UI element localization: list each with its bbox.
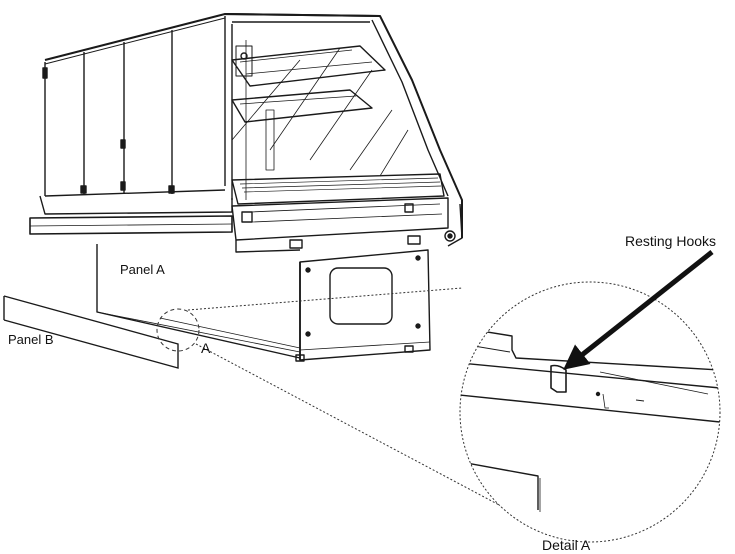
hooks-arrow bbox=[563, 250, 714, 370]
detail-circle bbox=[459, 281, 721, 543]
detail-marker-circle bbox=[156, 308, 200, 352]
middle-shelf bbox=[231, 89, 373, 123]
resting-hook bbox=[550, 364, 567, 393]
case-right-frame bbox=[224, 13, 463, 238]
side-glass-panel bbox=[44, 16, 226, 196]
detail-a-view bbox=[459, 250, 721, 543]
panel-a-label: Panel A bbox=[120, 262, 165, 277]
display-case bbox=[29, 13, 463, 253]
access-panel bbox=[329, 267, 393, 325]
resting-hooks-label: Resting Hooks bbox=[625, 233, 717, 249]
detail-a-caption: Detail A bbox=[542, 537, 591, 553]
upper-shelf bbox=[231, 45, 386, 87]
leader-line-upper bbox=[187, 287, 463, 311]
detail-marker-label: A bbox=[201, 340, 211, 356]
deck-grille bbox=[231, 173, 445, 205]
lower-cabinet bbox=[96, 244, 431, 362]
front-rail bbox=[29, 215, 233, 235]
detail-callout bbox=[156, 287, 536, 525]
panel-b bbox=[3, 295, 179, 369]
panel-b-label: Panel B bbox=[8, 332, 54, 347]
